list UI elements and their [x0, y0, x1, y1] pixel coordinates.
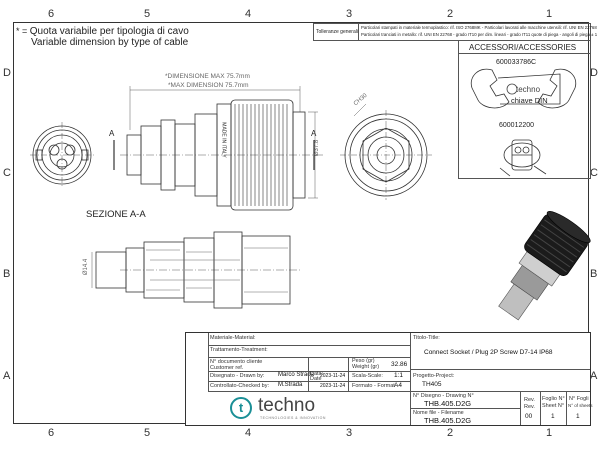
zone-label-right-d: D — [590, 67, 598, 79]
checked-label: Controllato-Checked by: — [210, 383, 270, 389]
zone-label-left-b: B — [3, 268, 11, 280]
date-checked: 2023-11-24 — [320, 383, 346, 389]
rev-label: Rev. — [524, 397, 535, 403]
tolerances-line-1: Particolari stampati in materiale termop… — [361, 25, 597, 30]
dimension-overall-en: *MAX DIMENSION 75.7mm — [168, 82, 249, 89]
zone-label-right-a: A — [590, 370, 598, 382]
zone-label-top-2: 2 — [447, 8, 454, 20]
tolerances-label: Tolleranze generali — [316, 29, 358, 35]
zone-label-bottom-3: 3 — [346, 427, 353, 439]
scale-label: Scala-Scale: — [352, 373, 383, 379]
zone-label-top-1: 1 — [546, 8, 553, 20]
company-logo: t techno TECHNOLOGIES & INNOVATION — [228, 395, 368, 423]
logo-tagline: TECHNOLOGIES & INNOVATION — [260, 416, 326, 420]
accessory-1-brand: techno — [516, 85, 541, 94]
accessories-title: ACCESSORI/ACCESSORIES — [469, 43, 577, 52]
section-label: SEZIONE A-A — [86, 209, 146, 220]
zone-label-top-4: 4 — [245, 8, 252, 20]
zone-label-right-c: C — [590, 167, 598, 179]
format-value: A4 — [394, 382, 402, 389]
end-view — [340, 103, 432, 200]
accessory-2-code: 600012200 — [499, 122, 535, 129]
connector-3d-render — [498, 211, 591, 321]
customer-ref-label: N° documento cliente — [210, 359, 263, 365]
project-value: TH405 — [422, 381, 442, 388]
treatment-label: Trattamento-Treatment: — [210, 347, 268, 353]
zone-label-bottom-1: 1 — [546, 427, 553, 439]
front-view — [30, 122, 96, 188]
weight-label: Peso (gr) — [352, 358, 375, 364]
zone-label-right-b: B — [590, 268, 598, 280]
zone-label-bottom-2: 2 — [447, 427, 454, 439]
zone-label-left-d: D — [3, 67, 11, 79]
accessory-1-label: chiave DIN — [511, 96, 548, 105]
title-value: Connect Socket / Plug 2P Screw D7-14 IP6… — [424, 349, 553, 356]
drawn-label: Disegnato - Drawn by: — [210, 373, 265, 379]
zone-label-top-6: 6 — [48, 8, 55, 20]
sheet-label: Foglio N° — [542, 396, 565, 402]
accessories-box: ACCESSORI/ACCESSORIES 600033786C techno … — [458, 40, 591, 179]
tolerances-box: Tolleranze generali Particolari stampati… — [313, 23, 597, 41]
section-mark-right: A — [311, 129, 317, 138]
cable-note: * = Quota variabile per tipologia di cav… — [16, 26, 189, 48]
zone-label-top-5: 5 — [144, 8, 151, 20]
zone-label-left-a: A — [3, 370, 11, 382]
drawing-number-label: N° Disegno - Drawing N° — [413, 393, 474, 399]
rev-label-2: Rev. — [524, 404, 535, 410]
dimension-overall: *DIMENSIONE MAX 75.7mm — [165, 73, 250, 80]
project-label: Progetto-Project: — [413, 373, 455, 379]
sheet-value: 1 — [551, 413, 555, 420]
side-view — [113, 86, 325, 211]
title-label: Titolo-Title: — [413, 335, 440, 341]
tolerances-line-2: Particolari tranciati in metallo: rif. U… — [361, 32, 598, 37]
checked-value: M.Strada — [278, 382, 303, 388]
date-label-2: Date — [310, 376, 322, 382]
drawn-value: Marco Strada — [278, 372, 315, 378]
note-line-2: Variable dimension by type of cable — [31, 37, 189, 48]
date-drawn: 2023-11-24 — [320, 373, 346, 379]
title-block: Materiale-Material: Trattamento-Treatmen… — [185, 332, 593, 426]
section-mark-left: A — [109, 129, 115, 138]
sheets-value: 1 — [576, 413, 580, 420]
filename-value: THB.405.D2G — [424, 416, 472, 425]
date-label: Data: — [310, 371, 324, 377]
sheets-label-2: N° of sheets — [568, 403, 593, 408]
section-view — [91, 231, 300, 309]
weight-value: 32.86 — [391, 361, 408, 368]
filename-label: Nome file - Filename — [413, 410, 464, 416]
sheet-label-2: Sheet N° — [542, 403, 565, 409]
logo-mark-icon: t — [230, 397, 252, 419]
rev-value: 00 — [525, 413, 533, 420]
plug-accessory-drawing — [499, 139, 547, 177]
scale-value: 1:1 — [394, 372, 404, 379]
zone-label-top-3: 3 — [346, 8, 353, 20]
material-label: Materiale-Material: — [210, 335, 256, 341]
drawing-number-value: THB.405.D2G — [424, 399, 472, 408]
zone-label-bottom-6: 6 — [48, 427, 55, 439]
customer-ref-label-2: Customer ref. — [210, 365, 244, 371]
zone-label-left-c: C — [3, 167, 11, 179]
din-wrench-drawing — [470, 68, 577, 109]
zone-label-bottom-4: 4 — [245, 427, 252, 439]
logo-text: techno — [258, 395, 316, 416]
sheets-label: N° Fogli — [569, 396, 589, 402]
note-line-1: Quota variabile per tipologia di cavo — [29, 26, 189, 37]
format-label: Formato - Format — [352, 383, 395, 389]
note-symbol: * = — [16, 26, 28, 36]
weight-label-2: Weight (gr) — [352, 364, 380, 370]
zone-label-bottom-5: 5 — [144, 427, 151, 439]
accessory-1-code: 600033786C — [496, 59, 537, 66]
